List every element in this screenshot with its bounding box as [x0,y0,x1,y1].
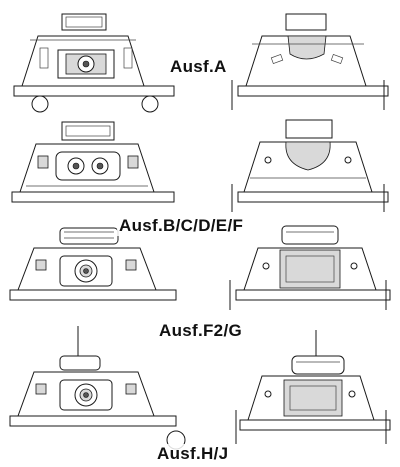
ausf-hj-front-view [9,326,186,450]
variant-label-ausf-b-f: Ausf.B/C/D/E/F [117,216,246,236]
ausf-a-front-view [13,13,175,113]
variant-label-ausf-h-j: Ausf.H/J [155,444,231,464]
ausf-f2g-rear-view [229,225,391,310]
ausf-bf-front-view [11,121,175,203]
variant-label-ausf-f2-g: Ausf.F2/G [157,321,244,341]
variant-label-ausf-a: Ausf.A [168,57,229,77]
ausf-a-rear-view [231,13,389,110]
ausf-f2g-front-view [9,227,177,301]
ausf-bf-rear-view [231,119,389,212]
ausf-hj-rear-view [235,330,391,444]
